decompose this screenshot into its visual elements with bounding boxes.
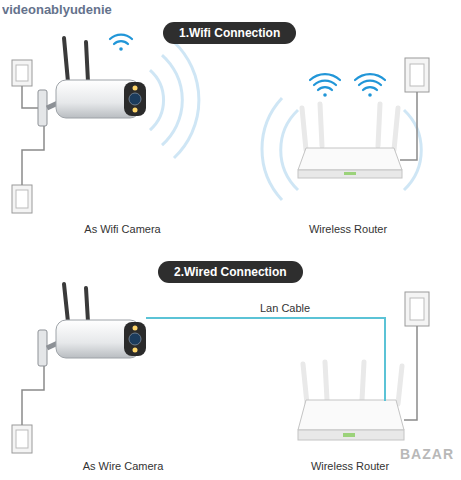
watermark: videonablyudenie xyxy=(2,2,112,17)
section-title: 1.Wifi Connection xyxy=(179,26,280,40)
camera xyxy=(38,38,146,126)
router xyxy=(298,360,404,440)
section-banner: 2.Wired Connection xyxy=(158,261,303,283)
device-label: As Wire Camera xyxy=(60,460,186,472)
wall-outlet xyxy=(12,60,44,213)
device-label: As Wifi Camera xyxy=(60,223,185,235)
camera xyxy=(38,284,186,366)
wall-outlet xyxy=(12,364,44,453)
device-label: Wireless Router xyxy=(290,460,410,472)
router xyxy=(298,104,402,178)
wifi-waves xyxy=(150,42,421,200)
cable-label: Lan Cable xyxy=(257,302,313,314)
camera-node: As Wire Camera xyxy=(60,280,186,474)
router-node: Wireless Router xyxy=(290,95,406,237)
wifi-symbol xyxy=(310,74,385,97)
section-title: 2.Wired Connection xyxy=(174,265,287,279)
section-banner: 1.Wifi Connection xyxy=(163,22,296,44)
watermark: BAZAR xyxy=(400,446,454,462)
device-label: Wireless Router xyxy=(290,223,406,235)
wifi-symbol xyxy=(110,35,132,51)
wall-outlet xyxy=(404,292,429,420)
lan-cable xyxy=(186,318,385,360)
camera-node: As Wifi Camera xyxy=(60,40,185,237)
wall-outlet xyxy=(400,58,429,160)
router-node: Wireless Router xyxy=(290,360,410,474)
